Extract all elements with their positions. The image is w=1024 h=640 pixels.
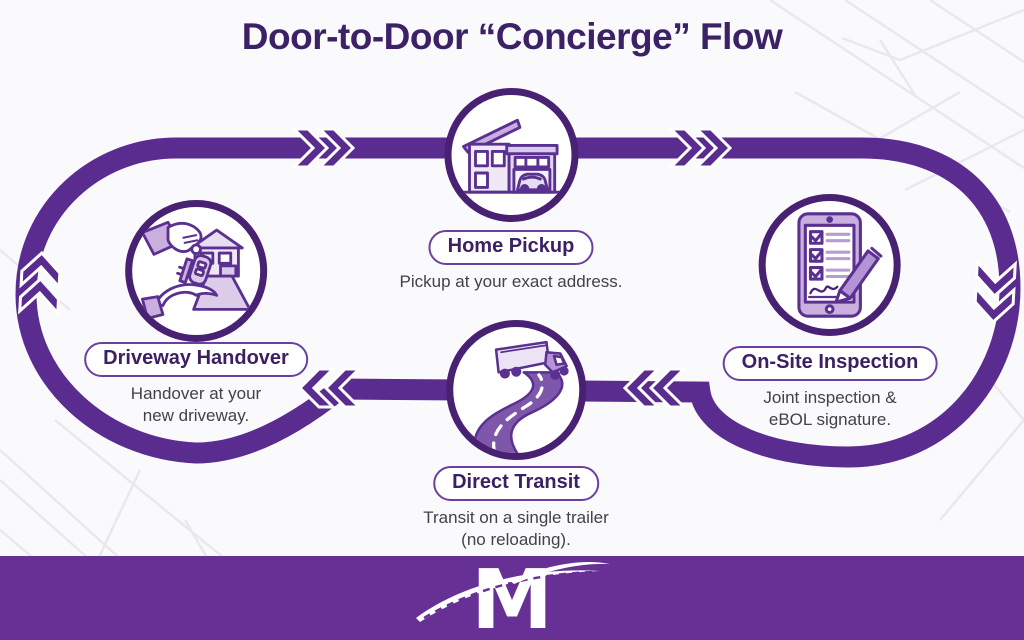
step-home-pickup: Home Pickup Pickup at your exact address…: [399, 88, 623, 293]
driveway-handover-circle: [124, 200, 267, 342]
footer-brand-bar: M: [0, 556, 1024, 640]
step-driveway-handover: Driveway Handover Handover at your new d…: [84, 200, 308, 427]
truck-road-icon: [472, 340, 569, 453]
key-handover-icon: [140, 220, 252, 320]
step-direct-transit: Direct Transit Transit on a single trail…: [423, 320, 609, 551]
on-site-inspection-description: Joint inspection & eBOL signature.: [763, 388, 897, 429]
road-swoosh-icon: [416, 561, 610, 622]
house-icon: [459, 118, 563, 194]
direct-transit-label: Direct Transit: [433, 466, 599, 501]
direct-transit-description: Transit on a single trailer (no reloadin…: [423, 508, 609, 549]
home-pickup-circle: [443, 88, 578, 222]
arrow-left-up: [18, 250, 62, 317]
inspection-tablet-icon: [797, 212, 883, 318]
arrow-right-down: [973, 258, 1017, 325]
page-title: Door-to-Door “Concierge” Flow: [241, 16, 783, 57]
arrow-top-left: [290, 127, 356, 169]
brand-logo-letter: M: [471, 556, 553, 640]
brand-logo: M: [416, 556, 610, 640]
driveway-handover-description: Handover at your new driveway.: [130, 384, 262, 425]
home-pickup-description: Pickup at your exact address.: [399, 272, 623, 291]
arrow-bottom-right: [622, 367, 688, 409]
home-pickup-label: Home Pickup: [428, 230, 594, 265]
driveway-handover-label: Driveway Handover: [84, 342, 308, 377]
flow-arrows: [18, 127, 1017, 409]
on-site-inspection-circle: [759, 194, 901, 336]
step-on-site-inspection: On-Site Inspection Joint inspection & eB…: [722, 194, 938, 431]
direct-transit-circle: [445, 320, 586, 460]
arrow-bottom-left: [297, 367, 363, 409]
arrow-top-right: [667, 127, 733, 169]
on-site-inspection-label: On-Site Inspection: [722, 346, 938, 381]
